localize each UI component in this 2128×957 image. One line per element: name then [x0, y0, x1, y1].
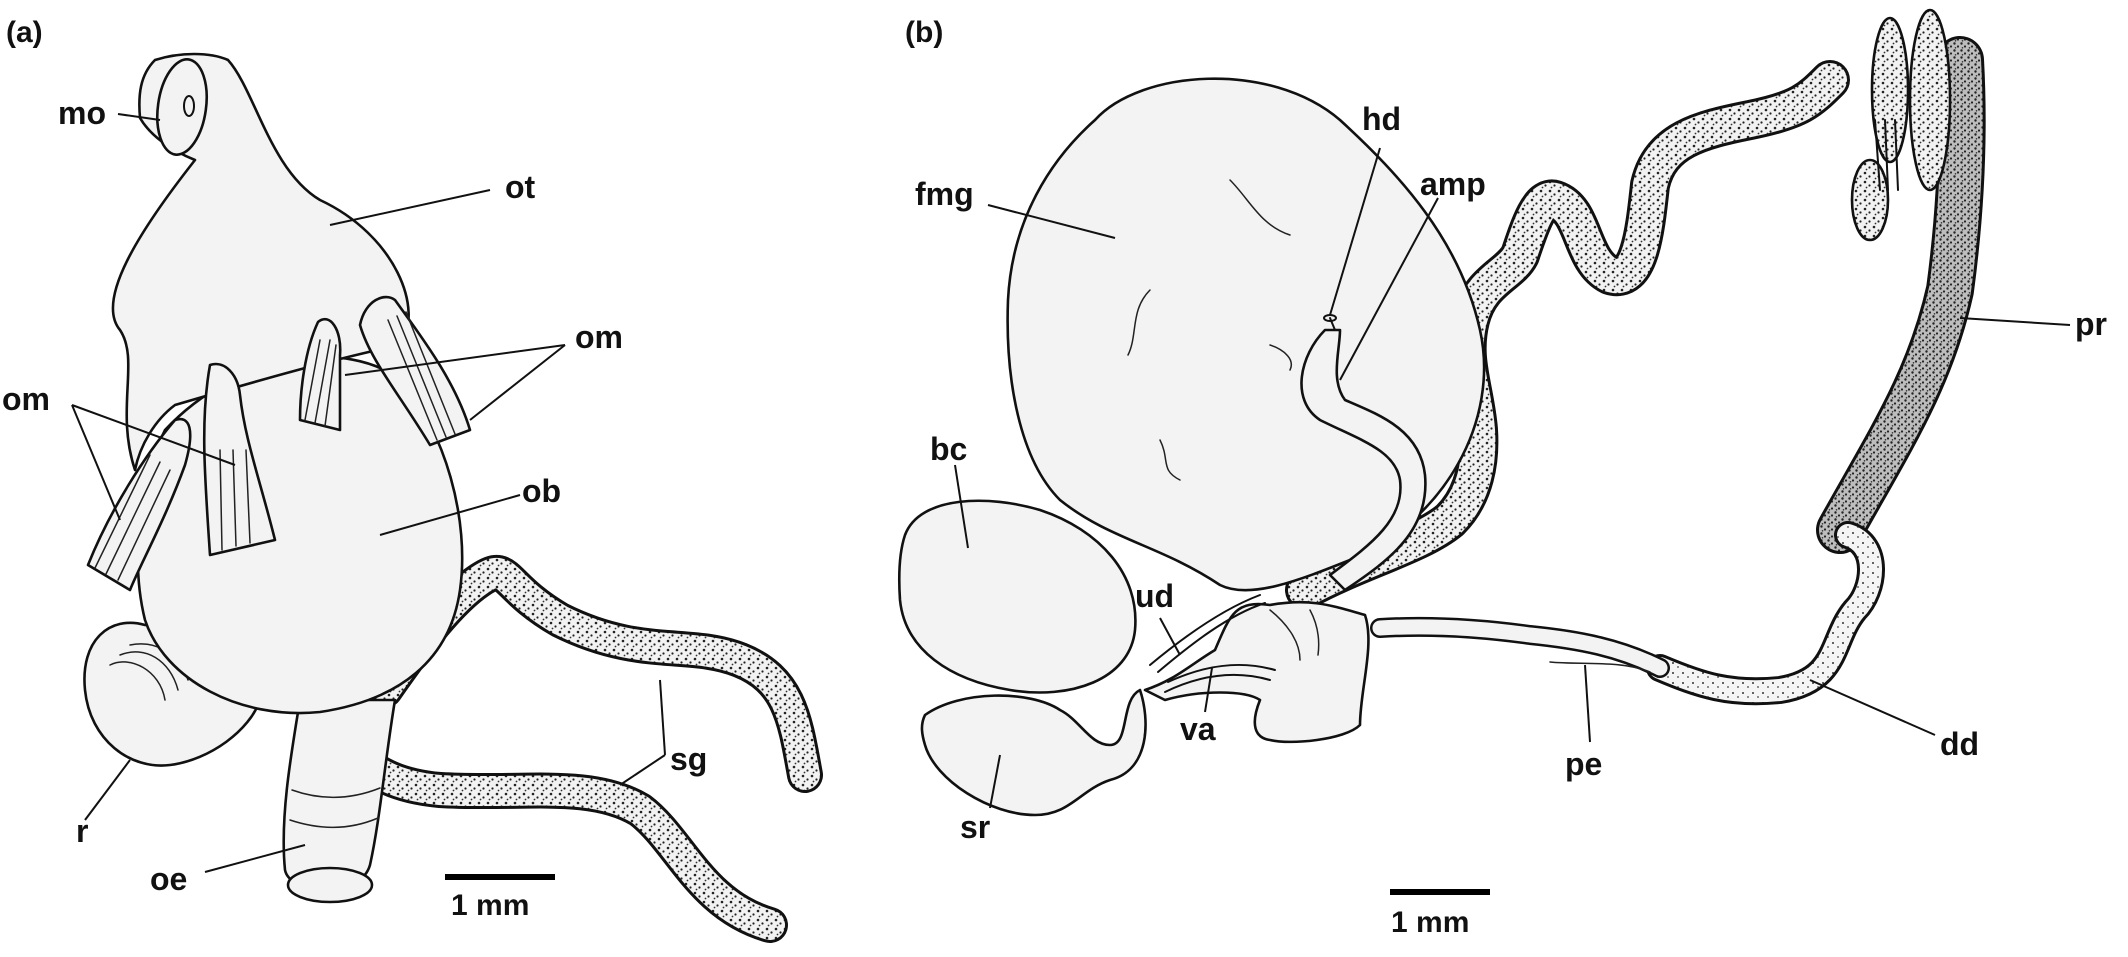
prostate-lobe-3 — [1850, 158, 1890, 242]
panel-a: (a) — [2, 16, 823, 943]
prostate-lobe-2 — [1908, 8, 1952, 192]
odontophoral-muscle-right-1 — [358, 295, 472, 447]
ampulla — [1300, 328, 1427, 592]
female-mucous-gland — [1006, 77, 1486, 592]
deferent-duct-loop — [1285, 60, 1850, 610]
label-hd: hd — [1362, 101, 1401, 137]
label-sr: sr — [960, 809, 990, 845]
label-pr: pr — [2075, 306, 2107, 342]
seminal-receptacle — [920, 688, 1147, 817]
label-dd: dd — [1940, 726, 1979, 762]
oral-tube — [111, 52, 410, 472]
label-fmg: fmg — [915, 176, 974, 212]
scale-bar-b-label: 1 mm — [1391, 906, 1469, 939]
oesophagus-opening — [286, 866, 374, 904]
label-ob: ob — [522, 473, 561, 509]
label-va: va — [1180, 711, 1216, 747]
mouth-opening — [183, 95, 195, 117]
mouth — [156, 58, 208, 156]
panel-b: (b) — [897, 8, 2107, 939]
odontophoral-muscle-right-2 — [298, 318, 342, 432]
label-ud: ud — [1135, 578, 1174, 614]
label-pe: pe — [1565, 746, 1602, 782]
vagina-atrium — [1143, 600, 1370, 744]
deferent-duct — [1646, 521, 1885, 706]
scale-bar-a-label: 1 mm — [451, 889, 529, 922]
label-ot: ot — [505, 169, 536, 205]
label-om-left: om — [2, 381, 50, 417]
bursa-copulatrix — [897, 499, 1137, 694]
oesophagus — [282, 698, 397, 892]
label-r: r — [76, 813, 88, 849]
panel-a-label: (a) — [6, 16, 43, 49]
label-oe: oe — [150, 861, 187, 897]
label-sg: sg — [670, 741, 707, 777]
label-amp: amp — [1420, 166, 1486, 202]
panel-b-label: (b) — [905, 16, 943, 49]
odontophoral-muscle-left-1 — [202, 362, 277, 557]
prostate-lobe-1 — [1870, 16, 1910, 164]
prostate — [1816, 8, 1986, 554]
label-om-right: om — [575, 319, 623, 355]
label-mo: mo — [58, 95, 106, 131]
penis — [1370, 616, 1670, 678]
label-bc: bc — [930, 431, 967, 467]
